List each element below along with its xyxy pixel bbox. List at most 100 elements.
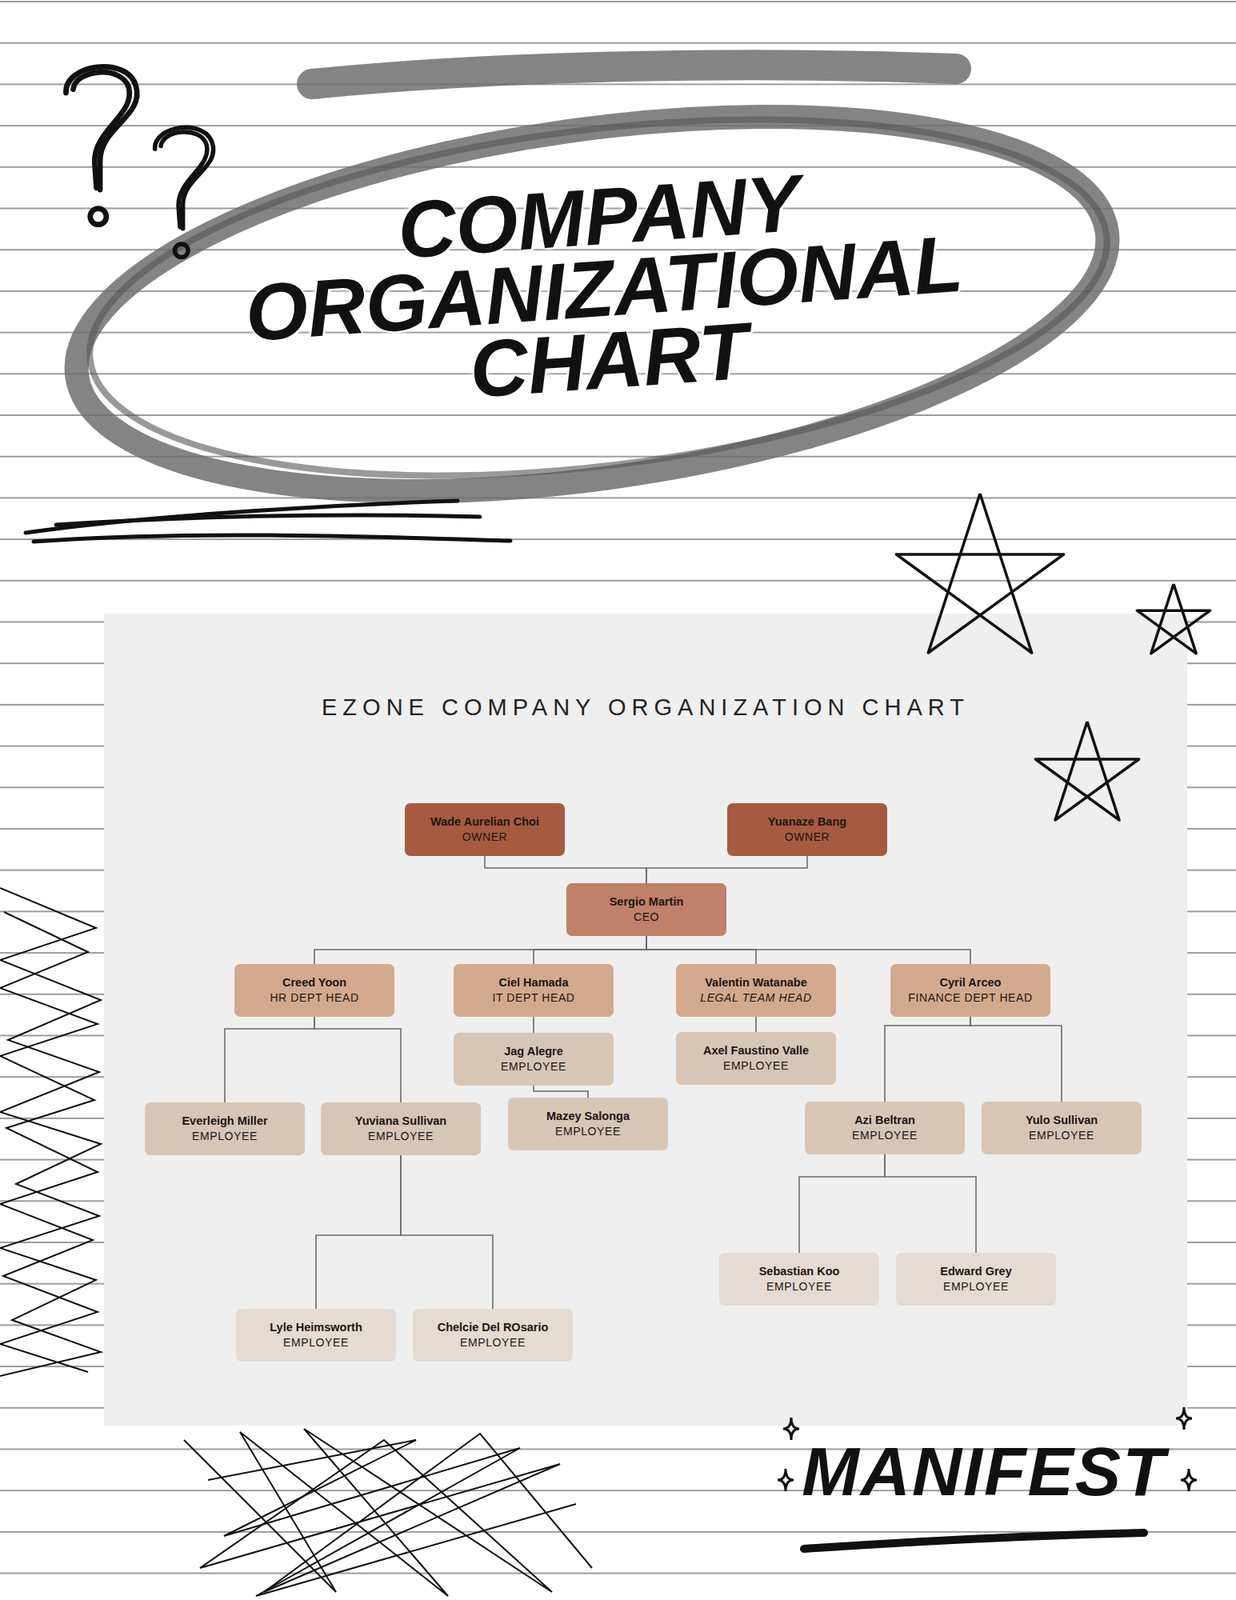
job-title: CEO xyxy=(633,909,660,925)
job-title: HR DEPT HEAD xyxy=(269,990,359,1006)
job-title: EMPLOYEE xyxy=(555,1124,621,1140)
question-stroke xyxy=(155,127,214,228)
job-title: IT DEPT HEAD xyxy=(492,990,575,1006)
sparkle xyxy=(777,1468,794,1492)
scribble-stroke xyxy=(33,535,511,542)
job-title: EMPLOYEE xyxy=(283,1335,349,1351)
org-box: Edward GreyEMPLOYEE xyxy=(896,1252,1056,1306)
job-title: EMPLOYEE xyxy=(1028,1128,1095,1144)
person-name: Cyril Arceo xyxy=(940,975,1002,991)
job-title: EMPLOYEE xyxy=(192,1128,258,1144)
job-title: EMPLOYEE xyxy=(852,1128,918,1144)
question-stroke xyxy=(65,66,137,190)
person-name: Mazey Salonga xyxy=(546,1108,630,1124)
brush-oval xyxy=(52,59,1132,550)
job-title: EMPLOYEE xyxy=(943,1279,1009,1295)
person-name: Edward Grey xyxy=(940,1264,1012,1280)
org-box: Mazey SalongaEMPLOYEE xyxy=(508,1097,668,1151)
person-name: Sergio Martin xyxy=(609,894,684,910)
scribble-stroke xyxy=(208,1440,576,1596)
scribble-stroke xyxy=(0,888,101,1376)
org-connector xyxy=(646,856,808,884)
question-stroke xyxy=(72,72,129,188)
org-box: Everleigh MillerEMPLOYEE xyxy=(144,1102,305,1156)
question-stroke xyxy=(160,132,208,228)
org-connector xyxy=(533,1085,588,1098)
org-connector xyxy=(799,1154,885,1253)
job-title: EMPLOYEE xyxy=(500,1059,567,1075)
person-name: Valentin Watanabe xyxy=(704,975,808,991)
chart-heading: EZONE COMPANY ORGANIZATION CHART xyxy=(104,694,1188,721)
person-name: Ciel Hamada xyxy=(498,975,568,991)
org-box: Wade Aurelian ChoiOWNER xyxy=(404,803,565,856)
person-name: Chelcie Del ROsario xyxy=(437,1320,549,1336)
org-box: Valentin WatanabeLEGAL TEAM HEAD xyxy=(676,964,836,1017)
org-box: Yulo SullivanEMPLOYEE xyxy=(981,1101,1142,1155)
job-title: LEGAL TEAM HEAD xyxy=(700,990,812,1006)
org-connector xyxy=(970,1016,1062,1102)
job-title: EMPLOYEE xyxy=(368,1128,434,1144)
org-connector xyxy=(314,1016,401,1103)
sticker-word: MANIFEST xyxy=(784,1432,1184,1512)
job-title: FINANCE DEPT HEAD xyxy=(908,990,1032,1006)
org-box: Sebastian KooEMPLOYEE xyxy=(719,1252,880,1306)
question-dot xyxy=(175,244,189,258)
org-connector xyxy=(224,1016,315,1103)
person-name: Everleigh Miller xyxy=(181,1113,268,1129)
org-connector xyxy=(884,1016,971,1102)
sparkle xyxy=(783,1417,800,1440)
org-box: Axel Faustino ValleEMPLOYEE xyxy=(676,1032,836,1085)
manifest-underline xyxy=(804,1532,1144,1549)
question-mark xyxy=(155,127,214,257)
sparkle xyxy=(1176,1407,1192,1430)
org-box: Yuviana SullivanEMPLOYEE xyxy=(320,1102,481,1156)
person-name: Jag Alegre xyxy=(504,1044,564,1060)
org-connector xyxy=(533,936,647,964)
question-mark xyxy=(65,66,137,224)
org-connector xyxy=(400,1155,493,1309)
person-name: Wade Aurelian Choi xyxy=(430,814,540,830)
person-name: Sebastian Koo xyxy=(759,1264,840,1280)
org-connector xyxy=(484,856,647,884)
person-name: Yuviana Sullivan xyxy=(355,1113,447,1129)
org-box: Azi BeltranEMPLOYEE xyxy=(804,1101,965,1155)
person-name: Axel Faustino Valle xyxy=(703,1043,809,1059)
org-connector xyxy=(884,1154,976,1253)
person-name: Yulo Sullivan xyxy=(1025,1112,1098,1128)
scribble-left xyxy=(0,888,101,1376)
sparkle xyxy=(1180,1468,1197,1492)
scribble-underline xyxy=(25,500,511,542)
star-doodles xyxy=(896,493,1210,820)
org-connector xyxy=(532,1016,535,1033)
scribble-stroke xyxy=(0,912,98,1372)
scribble-bottom xyxy=(184,1428,592,1596)
org-box: Yuanaze BangOWNER xyxy=(727,803,888,856)
org-box: Jag AlegreEMPLOYEE xyxy=(453,1032,614,1086)
org-connector xyxy=(314,936,647,964)
org-connector xyxy=(316,1155,401,1309)
org-box: Chelcie Del ROsarioEMPLOYEE xyxy=(412,1308,573,1362)
person-name: Creed Yoon xyxy=(282,975,347,991)
job-title: EMPLOYEE xyxy=(460,1335,526,1351)
job-title: EMPLOYEE xyxy=(723,1058,789,1074)
job-title: OWNER xyxy=(784,829,831,845)
person-name: Lyle Heimsworth xyxy=(269,1320,363,1336)
org-connector xyxy=(755,1016,757,1032)
org-box: Cyril ArceoFINANCE DEPT HEAD xyxy=(890,964,1051,1017)
org-box: Ciel HamadaIT DEPT HEAD xyxy=(453,964,614,1017)
star xyxy=(1136,584,1210,654)
org-box: Sergio MartinCEO xyxy=(566,883,727,936)
brush-oval-texture xyxy=(69,68,1128,528)
question-dot xyxy=(90,208,107,225)
brush-stroke xyxy=(312,64,956,84)
scribble-stroke xyxy=(56,515,480,525)
org-box: Lyle HeimsworthEMPLOYEE xyxy=(236,1308,396,1362)
star xyxy=(896,493,1064,653)
scribble-stroke xyxy=(184,1428,592,1596)
job-title: EMPLOYEE xyxy=(766,1279,832,1295)
star xyxy=(1035,721,1139,820)
org-connector xyxy=(646,936,971,964)
org-box: Creed YoonHR DEPT HEAD xyxy=(234,964,395,1017)
person-name: Azi Beltran xyxy=(854,1112,916,1128)
person-name: Yuanaze Bang xyxy=(768,814,847,830)
